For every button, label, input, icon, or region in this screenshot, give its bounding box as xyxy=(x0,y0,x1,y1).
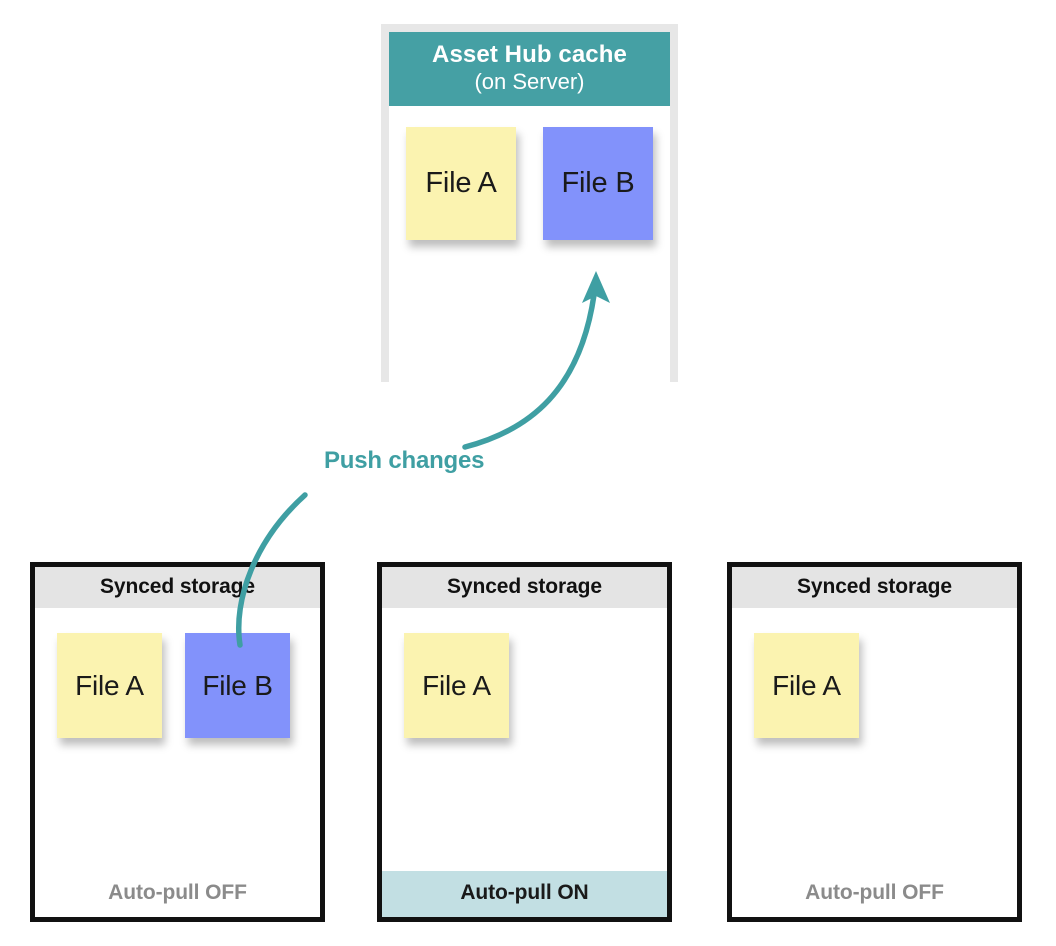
synced-storage-box-3: Synced storage File A Auto-pull OFF xyxy=(727,562,1022,922)
synced-storage-notes: File A xyxy=(404,633,509,738)
file-note-storage1-b[interactable]: File B xyxy=(185,633,290,738)
synced-storage-header: Synced storage xyxy=(732,567,1017,608)
asset-hub-cache-title: Asset Hub cache xyxy=(432,41,627,68)
synced-storage-notes: File A xyxy=(754,633,859,738)
asset-hub-cache-subtitle: (on Server) xyxy=(474,69,585,95)
synced-storage-body: File A xyxy=(732,608,1017,871)
file-note-label: File A xyxy=(422,669,491,701)
synced-storage-box-2: Synced storage File A Auto-pull ON xyxy=(377,562,672,922)
asset-hub-cache-header: Asset Hub cache (on Server) xyxy=(389,32,670,107)
file-note-cache-a[interactable]: File A xyxy=(406,127,516,241)
asset-hub-cache-notes: File A File B xyxy=(406,127,653,241)
file-note-storage1-a[interactable]: File A xyxy=(57,633,162,738)
auto-pull-status-3: Auto-pull OFF xyxy=(805,881,944,904)
file-note-label: File B xyxy=(202,669,273,701)
synced-storage-body: File A File B xyxy=(35,608,320,871)
synced-storage-notes: File A File B xyxy=(57,633,290,738)
asset-hub-cache-body: File A File B xyxy=(389,106,670,449)
synced-storage-body: File A xyxy=(382,608,667,871)
file-note-storage2-a[interactable]: File A xyxy=(404,633,509,738)
synced-storage-box-1: Synced storage File A File B Auto-pull O… xyxy=(30,562,325,922)
push-changes-label: Push changes xyxy=(324,447,485,474)
file-note-label: File A xyxy=(772,669,841,701)
file-note-storage3-a[interactable]: File A xyxy=(754,633,859,738)
file-note-cache-b[interactable]: File B xyxy=(543,127,653,241)
file-note-label: File B xyxy=(561,167,635,200)
auto-pull-status-2: Auto-pull ON xyxy=(382,871,667,917)
asset-hub-cache-box: Asset Hub cache (on Server) File A File … xyxy=(381,24,678,449)
auto-pull-status-1: Auto-pull OFF xyxy=(108,881,247,904)
file-note-label: File A xyxy=(425,167,497,200)
synced-storage-header: Synced storage xyxy=(382,567,667,608)
synced-storage-header: Synced storage xyxy=(35,567,320,608)
file-note-label: File A xyxy=(75,669,144,701)
